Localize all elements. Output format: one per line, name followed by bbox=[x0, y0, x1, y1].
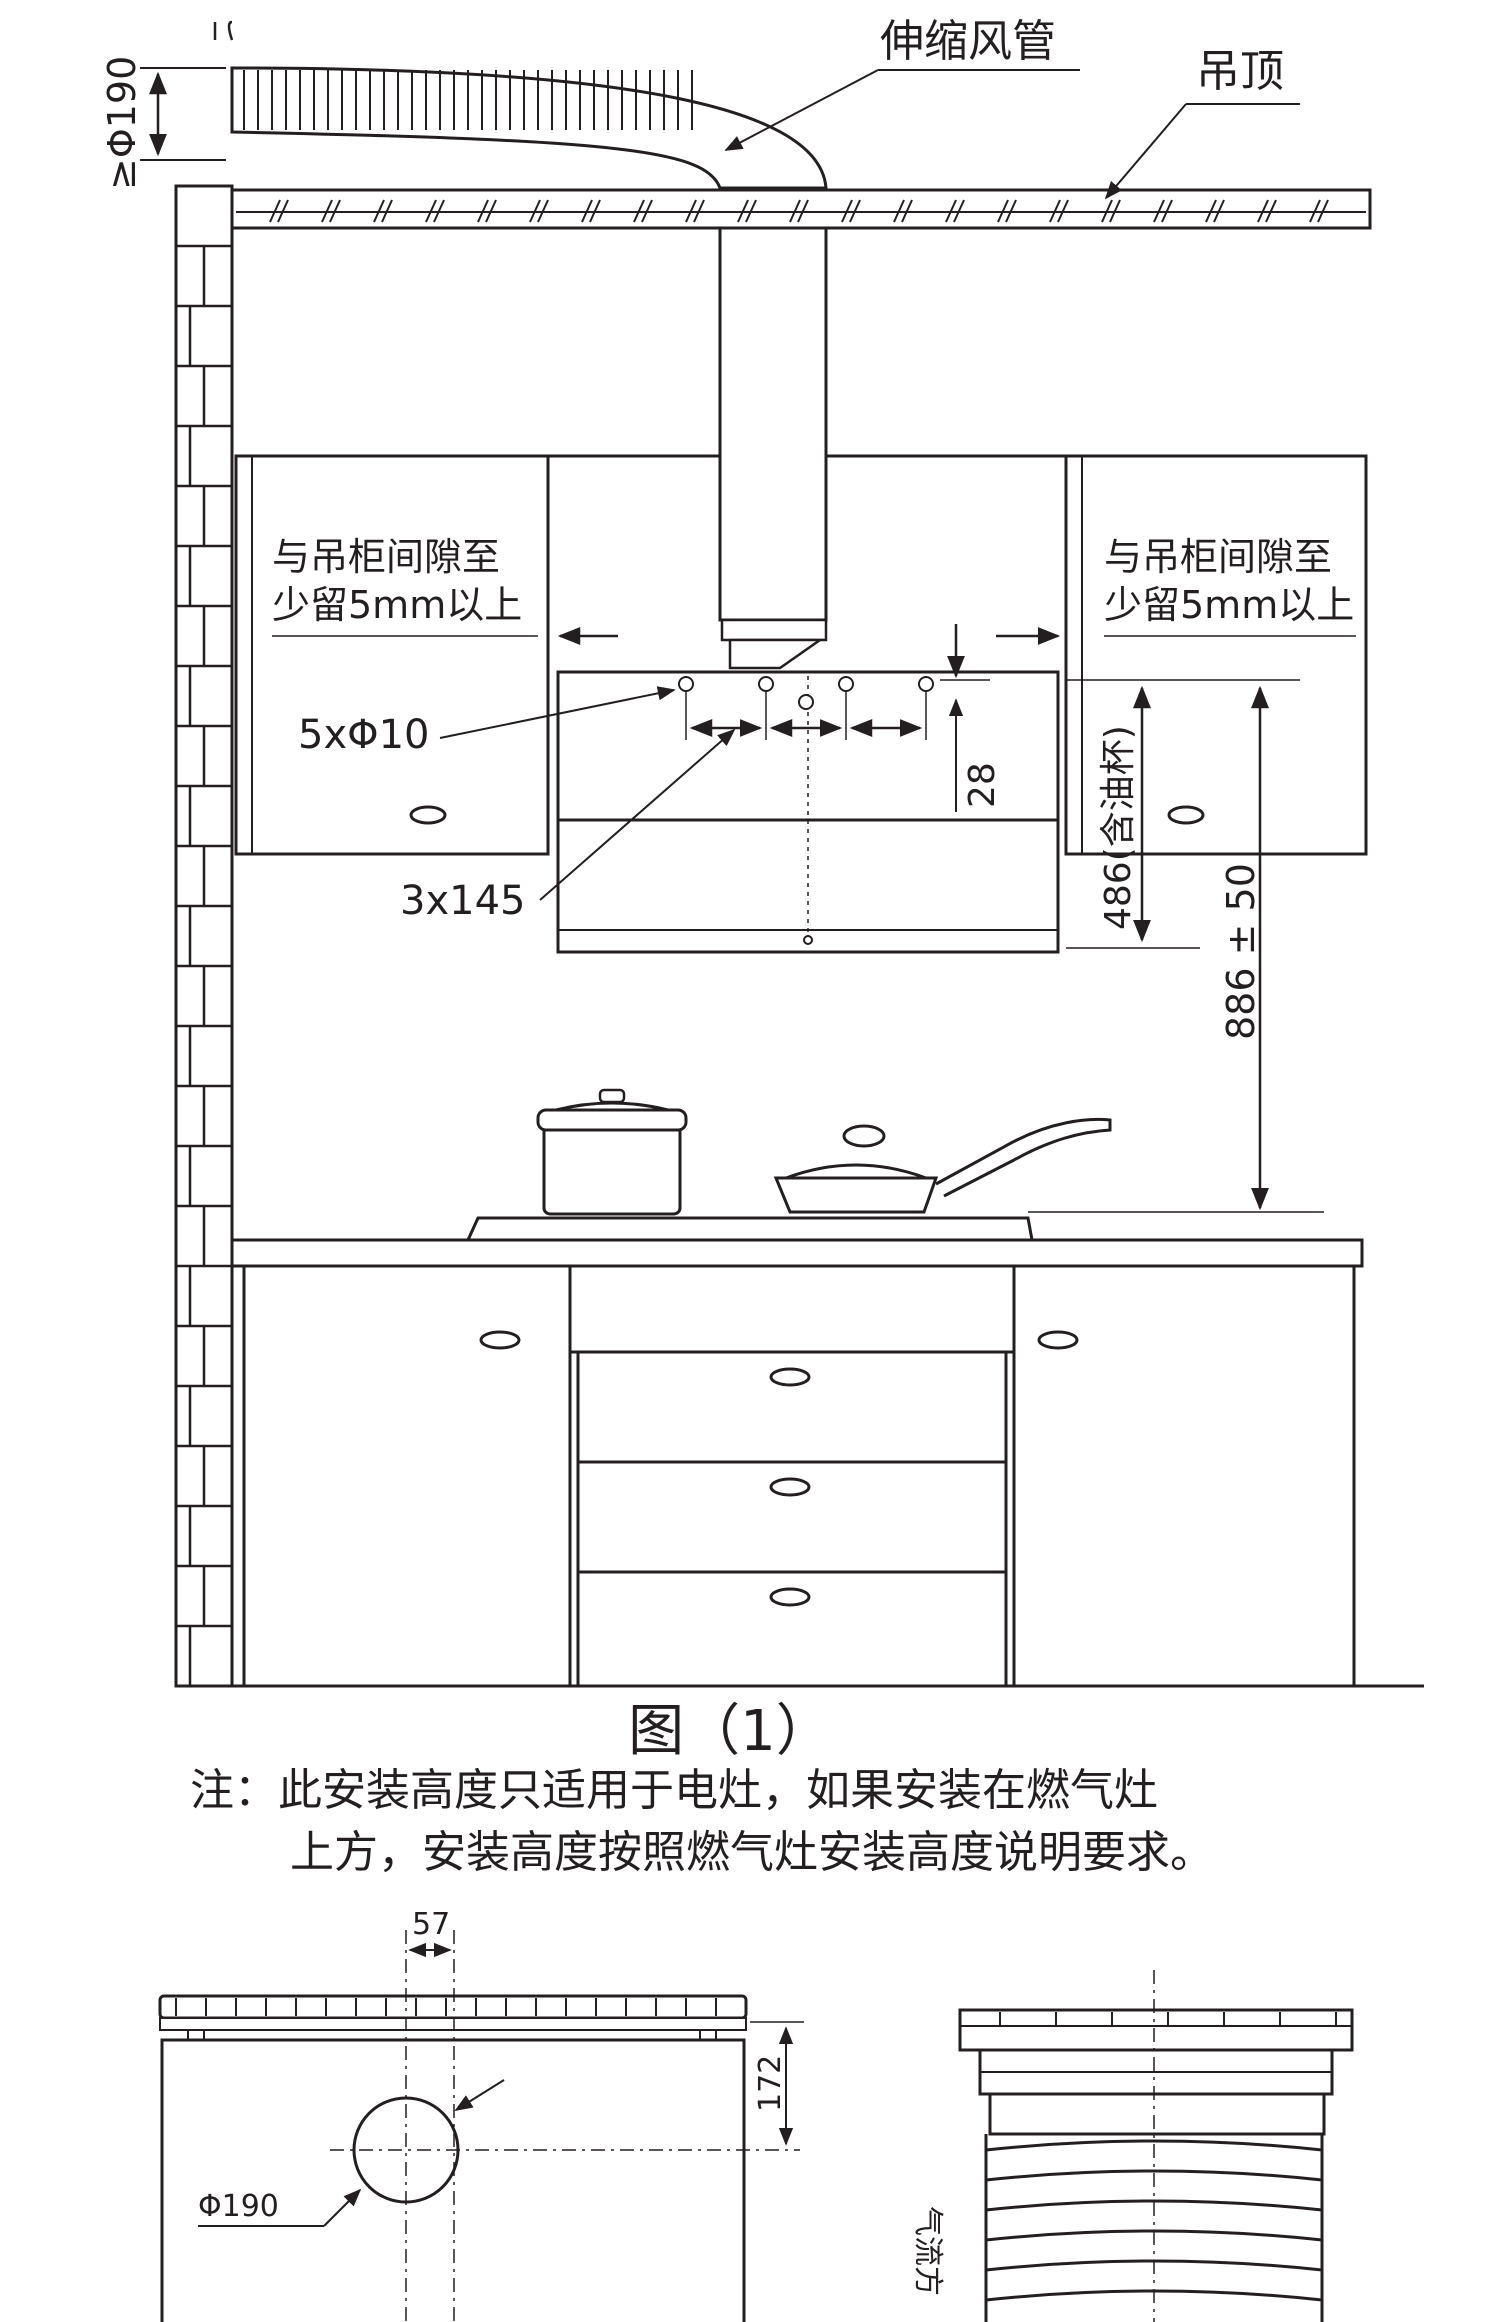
cabinet-handle bbox=[479, 1330, 521, 1350]
gap-note-right-line1: 与吊柜间隙至 bbox=[1104, 535, 1332, 579]
holes-label: 5xΦ10 bbox=[298, 712, 430, 758]
cabinet-handle bbox=[1037, 1330, 1079, 1350]
gap-note-right-line2: 少留5mm以上 bbox=[1104, 583, 1354, 627]
cabinet-handle bbox=[769, 1477, 811, 1497]
detail-dim-172: 172 bbox=[753, 2055, 788, 2112]
duct-diameter-dimension: ≥Φ190 bbox=[100, 56, 226, 190]
dim-486-label: 486(含油杯) bbox=[1098, 725, 1139, 930]
detail-duct-connector: 气流方 bbox=[910, 1970, 1354, 2322]
detail-airflow-label: 气流方 bbox=[910, 2206, 945, 2296]
frying-pan bbox=[773, 1117, 1112, 1214]
note-line-1: 注：此安装高度只适用于电灶，如果安装在燃气灶 bbox=[190, 1765, 1158, 1816]
ceiling bbox=[230, 188, 1372, 230]
mounting-hole bbox=[838, 676, 854, 692]
mounting-hole bbox=[678, 676, 694, 692]
figure-caption: 图（1） bbox=[628, 1699, 832, 1764]
cabinet-handle bbox=[769, 1587, 811, 1607]
gap-note-left-line2: 少留5mm以上 bbox=[272, 583, 522, 627]
installation-note: 注：此安装高度只适用于电灶，如果安装在燃气灶 上方，安装高度按照燃气灶安装高度说… bbox=[190, 1760, 1390, 1884]
dimension-28: 28 bbox=[940, 624, 1003, 812]
detail-ceiling-opening: 57 172 Φ190 bbox=[158, 1907, 804, 2322]
mounting-hole bbox=[918, 676, 934, 692]
mounting-hole bbox=[798, 694, 814, 710]
range-hood bbox=[556, 670, 1060, 954]
note-line-2: 上方，安装高度按照燃气灶安装高度说明要求。 bbox=[290, 1827, 1214, 1878]
duct-diameter-label: ≥Φ190 bbox=[100, 56, 144, 190]
dimension-886: 886 ± 50 bbox=[1028, 685, 1324, 1213]
dimension-486: 486(含油杯) bbox=[1066, 679, 1300, 949]
cooktop bbox=[465, 1216, 1034, 1242]
mounting-hole bbox=[758, 676, 774, 692]
dim-28-label: 28 bbox=[962, 762, 1003, 808]
stock-pot bbox=[536, 1088, 688, 1216]
brick-wall bbox=[174, 184, 234, 1688]
chimney bbox=[718, 226, 828, 670]
dim-886-label: 886 ± 50 bbox=[1219, 863, 1263, 1040]
wall-cabinet-left bbox=[234, 454, 550, 856]
base-cabinets bbox=[176, 1238, 1424, 1688]
detail-dim-57: 57 bbox=[412, 1907, 450, 1942]
ceiling-label: 吊顶 bbox=[1196, 46, 1284, 97]
detail-hole-diameter: Φ190 bbox=[198, 2189, 279, 2224]
gap-note-left-line1: 与吊柜间隙至 bbox=[272, 535, 500, 579]
cabinet-handle bbox=[769, 1367, 811, 1387]
duct-label: 伸缩风管 bbox=[880, 16, 1056, 67]
flexible-duct bbox=[213, 20, 828, 190]
spacing-dimensions bbox=[685, 690, 927, 740]
spacing-label: 3x145 bbox=[400, 878, 525, 924]
